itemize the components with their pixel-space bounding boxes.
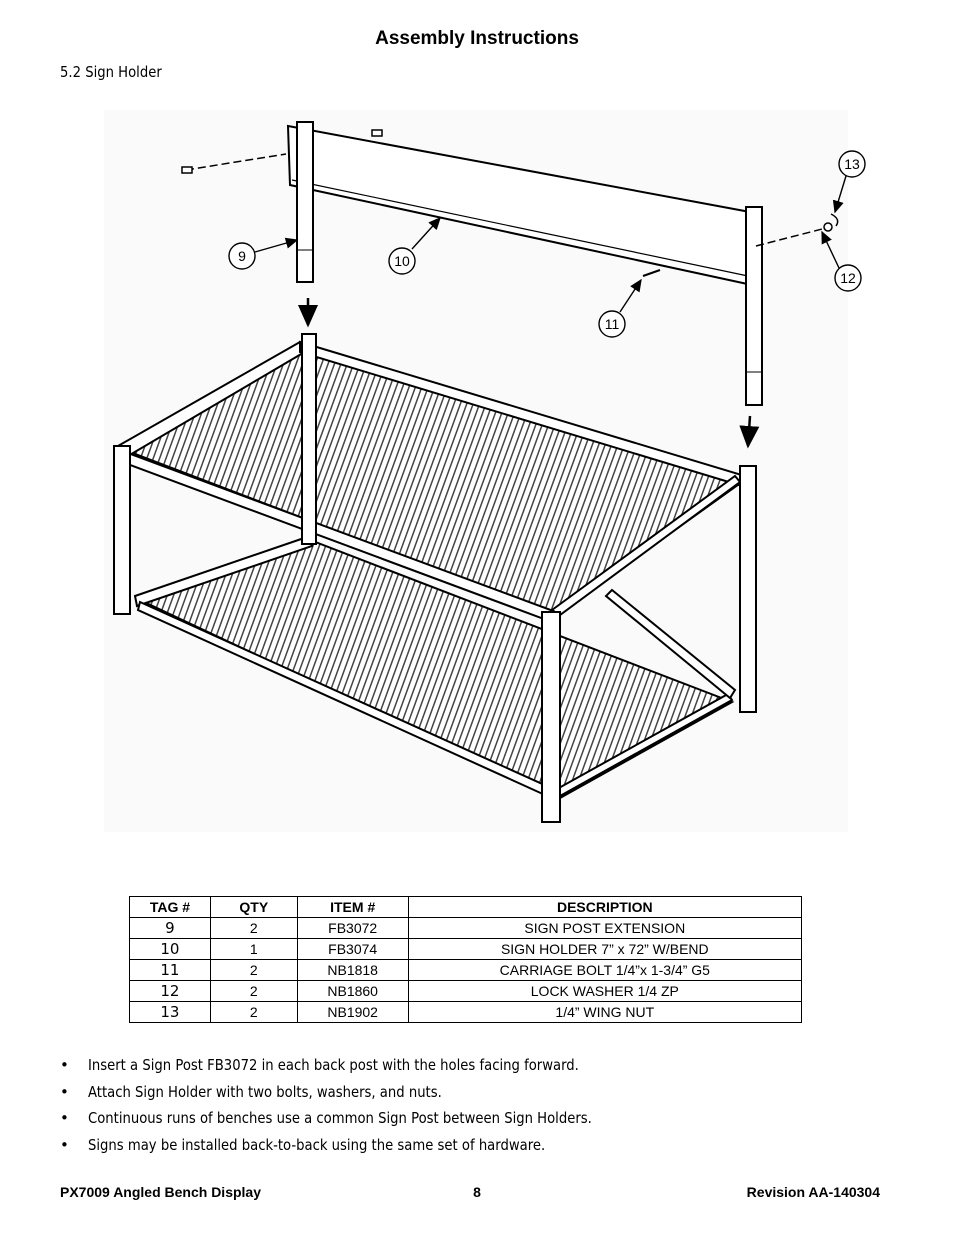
- cell-tag: 13: [129, 1001, 211, 1023]
- bullet-icon: •: [60, 1135, 69, 1154]
- cell-tag: 12: [129, 980, 211, 1002]
- bullet-icon: •: [60, 1082, 69, 1101]
- parts-table-header-row: TAG # QTY ITEM # DESCRIPTION: [129, 896, 803, 918]
- footer-document-title: PX7009 Angled Bench Display: [60, 1184, 261, 1200]
- instruction-text: Insert a Sign Post FB3072 in each back p…: [88, 1056, 579, 1074]
- header-description: DESCRIPTION: [407, 896, 803, 918]
- table-row: 12 2 NB1860 LOCK WASHER 1/4 ZP: [129, 980, 803, 1002]
- instruction-text: Attach Sign Holder with two bolts, washe…: [88, 1082, 442, 1101]
- cell-tag: 10: [129, 938, 211, 960]
- footer-revision: Revision AA-140304: [746, 1184, 880, 1200]
- sign-post-left: [296, 121, 314, 283]
- cell-item: NB1860: [296, 980, 409, 1002]
- cell-tag: 9: [129, 917, 211, 939]
- cell-description: LOCK WASHER 1/4 ZP: [407, 980, 803, 1002]
- table-row: 11 2 NB1818 CARRIAGE BOLT 1/4”x 1-3/4” G…: [129, 959, 803, 981]
- bolt-right: [642, 213, 839, 277]
- section-heading: 5.2 Sign Holder: [60, 63, 162, 81]
- cell-description: CARRIAGE BOLT 1/4”x 1-3/4” G5: [407, 959, 803, 981]
- list-item: • Insert a Sign Post FB3072 in each back…: [60, 1052, 661, 1079]
- parts-table: TAG # QTY ITEM # DESCRIPTION 9 2 FB3072 …: [129, 896, 803, 1023]
- instruction-text: Continuous runs of benches use a common …: [88, 1109, 592, 1127]
- cell-item: NB1818: [296, 959, 409, 981]
- callout-12: [821, 230, 862, 292]
- bench-frame: [113, 333, 757, 823]
- cell-item: FB3074: [296, 938, 409, 960]
- page-title: Assembly Instructions: [375, 28, 579, 49]
- instruction-text: Signs may be installed back-to-back usin…: [88, 1135, 546, 1154]
- bullet-icon: •: [60, 1109, 69, 1127]
- bullet-icon: •: [60, 1056, 69, 1074]
- cell-description: 1/4” WING NUT: [407, 1001, 803, 1023]
- instruction-list: • Insert a Sign Post FB3072 in each back…: [60, 1052, 661, 1158]
- cell-tag: 11: [129, 959, 211, 981]
- cell-qty: 2: [209, 1001, 298, 1023]
- sign-post-right: [745, 206, 763, 406]
- cell-item: NB1902: [296, 1001, 409, 1023]
- insert-arrow-right: [739, 415, 760, 449]
- callout-13: [832, 150, 866, 214]
- cell-qty: 1: [209, 938, 298, 960]
- list-item: • Signs may be installed back-to-back us…: [60, 1132, 661, 1159]
- cell-qty: 2: [209, 917, 298, 939]
- callout-9: [228, 237, 299, 270]
- cell-qty: 2: [209, 959, 298, 981]
- cell-qty: 2: [209, 980, 298, 1002]
- table-row: 9 2 FB3072 SIGN POST EXTENSION: [129, 917, 803, 939]
- cell-item: FB3072: [296, 917, 409, 939]
- callout-label-9: 9: [238, 248, 246, 264]
- callout-label-11: 11: [605, 316, 620, 332]
- table-row: 10 1 FB3074 SIGN HOLDER 7” x 72” W/BEND: [129, 938, 803, 960]
- footer-page-number: 8: [473, 1184, 481, 1200]
- callout-10: [388, 216, 441, 275]
- cell-description: SIGN POST EXTENSION: [407, 917, 803, 939]
- header-qty: QTY: [209, 896, 298, 918]
- header-tag: TAG #: [129, 896, 211, 918]
- callout-11: [598, 278, 642, 338]
- bolt-left: [181, 129, 383, 174]
- list-item: • Attach Sign Holder with two bolts, was…: [60, 1079, 661, 1106]
- cell-description: SIGN HOLDER 7” x 72” W/BEND: [407, 938, 803, 960]
- callout-label-12: 12: [840, 270, 856, 286]
- table-row: 13 2 NB1902 1/4” WING NUT: [129, 1001, 803, 1023]
- callout-label-10: 10: [394, 253, 410, 269]
- list-item: • Continuous runs of benches use a commo…: [60, 1105, 661, 1132]
- callout-label-13: 13: [844, 156, 860, 172]
- header-item: ITEM #: [296, 896, 409, 918]
- assembly-diagram: 9 10 11 12 13: [104, 110, 866, 832]
